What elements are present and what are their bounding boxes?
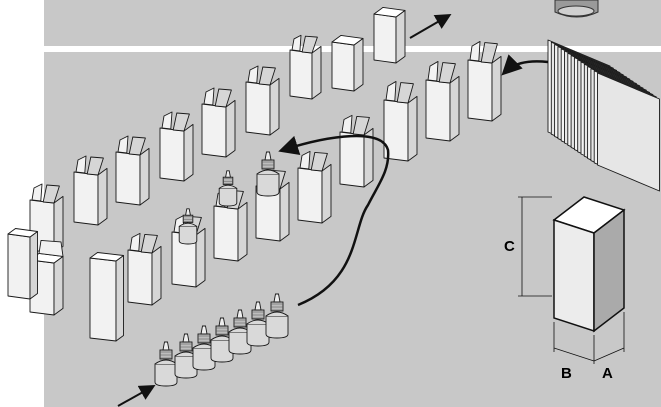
bottle-4: [228, 309, 252, 355]
bottle-in-carton-1: [178, 208, 198, 245]
dimension-label-b: B: [561, 365, 572, 382]
bottle-lifted: [256, 151, 280, 197]
bottle-3: [210, 317, 234, 363]
dimension-label-a: A: [602, 365, 613, 382]
bottle-row: [154, 151, 289, 387]
carton-open-0: [29, 183, 64, 254]
carton-fill-1: [127, 232, 162, 306]
carton-open-3: [159, 111, 194, 182]
carton-open-1: [73, 155, 108, 226]
bottle-6: [265, 293, 289, 339]
carton-open-5: [245, 65, 280, 136]
bottle-transfer-arrow: [278, 134, 390, 307]
carton-done-1: [89, 252, 124, 342]
blank-feed-arrow: [501, 54, 549, 76]
bottle-in-carton-0: [218, 170, 238, 207]
carton-rows: [7, 6, 502, 342]
carton-blank-stack: [547, 39, 660, 192]
carton-open-2: [115, 135, 150, 206]
carton-erect-1: [425, 60, 460, 142]
dimension-lines: [518, 196, 625, 364]
carton-fill-6: [339, 114, 374, 188]
bottle-1: [174, 333, 198, 379]
machine-part: [554, 0, 599, 18]
carton-done-0: [7, 228, 38, 300]
carton-out-2: [373, 6, 406, 64]
out-arrow-icon: [409, 13, 452, 39]
carton-out-1: [331, 34, 364, 92]
carton-fill-5: [297, 150, 332, 224]
dimension-carton: [552, 196, 626, 333]
carton-out-0: [289, 34, 322, 100]
bottle-0: [154, 341, 178, 387]
carton-open-4: [201, 87, 236, 158]
dimension-label-c: C: [504, 238, 515, 255]
carton-erect-0: [383, 80, 418, 162]
carton-blank: [597, 72, 660, 192]
carton-erect-2: [467, 40, 502, 122]
in-arrow-icon: [117, 385, 156, 407]
bottle-5: [246, 301, 270, 347]
